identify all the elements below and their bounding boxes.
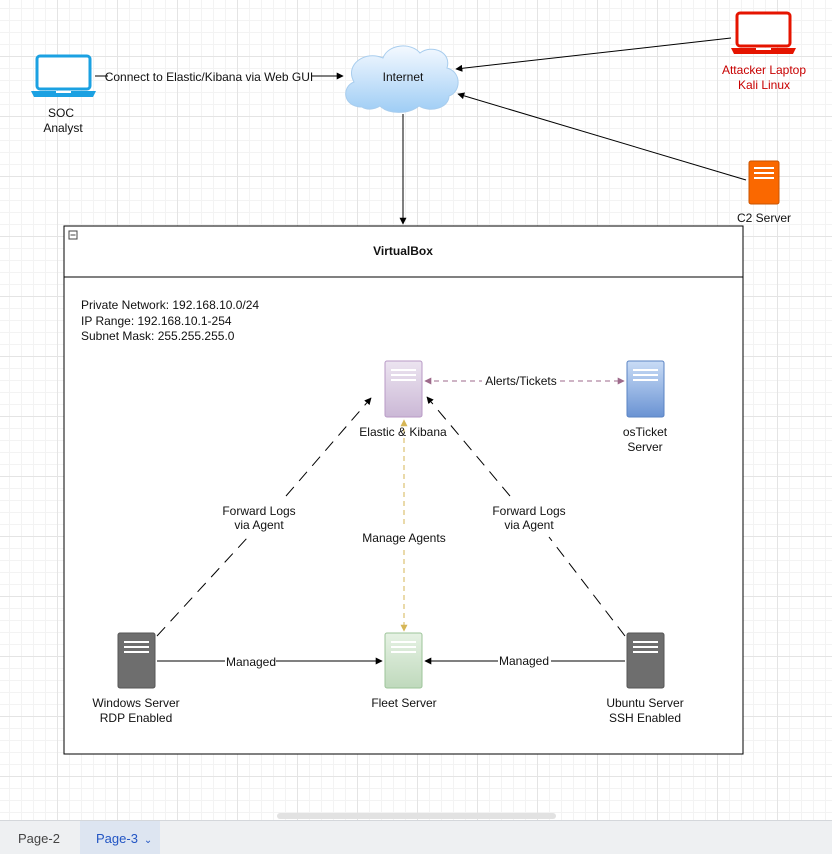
c2-server-node[interactable]: C2 Server xyxy=(737,160,791,225)
network-info-line: Subnet Mask: 255.255.255.0 xyxy=(81,329,235,343)
edge-label-forward-logs: Forward Logs xyxy=(492,504,565,518)
soc-label: SOC xyxy=(48,106,74,120)
server-icon xyxy=(384,360,423,418)
edge-attacker-to-internet[interactable] xyxy=(455,37,732,72)
server-icon xyxy=(748,160,780,205)
laptop-icon xyxy=(31,54,96,97)
tab-label: Page-2 xyxy=(18,831,60,846)
edge-label-via-agent: via Agent xyxy=(234,518,284,532)
edge-manage-agents[interactable]: Manage Agents xyxy=(362,419,446,632)
internet-label: Internet xyxy=(383,70,424,84)
tab-page-2[interactable]: Page-2 xyxy=(18,821,60,854)
edge-label-manage-agents: Manage Agents xyxy=(362,531,445,545)
fleet-server-node[interactable]: Fleet Server xyxy=(371,632,437,710)
edge-managed-ubuntu[interactable]: Managed xyxy=(424,654,625,668)
windows-server-node[interactable]: Windows Server RDP Enabled xyxy=(92,632,180,725)
tab-page-3[interactable]: Page-3 ⌄ xyxy=(80,821,161,854)
rdp-label: RDP Enabled xyxy=(100,711,173,725)
edge-label-forward-logs: Forward Logs xyxy=(222,504,295,518)
tab-label: Page-3 xyxy=(96,831,138,846)
server-label: Server xyxy=(627,440,662,454)
server-icon xyxy=(117,632,156,689)
elastic-kibana-node[interactable]: Elastic & Kibana xyxy=(359,360,447,439)
windows-label: Windows Server xyxy=(92,696,179,710)
edge-label-via-agent: via Agent xyxy=(504,518,554,532)
internet-cloud-node[interactable]: Internet xyxy=(345,45,459,113)
attacker-label: Attacker Laptop xyxy=(722,63,806,77)
analyst-label: Analyst xyxy=(43,121,83,135)
chevron-down-icon[interactable]: ⌄ xyxy=(143,835,153,846)
server-icon xyxy=(626,360,665,418)
edge-alerts-tickets[interactable]: Alerts/Tickets xyxy=(424,374,625,388)
edge-forward-logs-windows[interactable]: Forward Logs via Agent xyxy=(156,397,372,637)
ubuntu-server-node[interactable]: Ubuntu Server SSH Enabled xyxy=(606,632,684,725)
server-icon xyxy=(626,632,665,689)
laptop-icon xyxy=(731,11,796,54)
c2-label: C2 Server xyxy=(737,211,791,225)
edge-label-alerts: Alerts/Tickets xyxy=(485,374,557,388)
cloud-icon xyxy=(345,45,459,113)
network-info-line: Private Network: 192.168.10.0/24 xyxy=(81,298,259,312)
ubuntu-label: Ubuntu Server xyxy=(606,696,683,710)
edge-managed-windows[interactable]: Managed xyxy=(157,655,383,669)
collapse-icon[interactable] xyxy=(68,230,78,240)
edge-label-connect: Connect to Elastic/Kibana via Web GUI xyxy=(105,70,314,84)
ssh-label: SSH Enabled xyxy=(609,711,681,725)
edge-c2-to-internet[interactable] xyxy=(457,92,747,181)
attacker-laptop-node[interactable]: Attacker Laptop Kali Linux xyxy=(722,11,806,92)
soc-analyst-node[interactable]: SOC Analyst xyxy=(31,54,96,135)
scroll-handle[interactable] xyxy=(277,813,556,819)
network-info-line: IP Range: 192.168.10.1-254 xyxy=(81,314,232,328)
diagram-canvas[interactable]: VirtualBox Private Network: 192.168.10.0… xyxy=(0,0,832,820)
elastic-label: Elastic & Kibana xyxy=(359,425,447,439)
page-tab-bar: Page-2 Page-3 ⌄ xyxy=(0,813,832,854)
edge-soc-to-internet[interactable]: Connect to Elastic/Kibana via Web GUI xyxy=(95,70,344,84)
osticket-label: osTicket xyxy=(623,425,668,439)
edge-label-managed: Managed xyxy=(226,655,276,669)
container-title: VirtualBox xyxy=(373,244,433,258)
edge-label-managed: Managed xyxy=(499,654,549,668)
edge-forward-logs-ubuntu[interactable]: Forward Logs via Agent xyxy=(426,396,626,637)
kali-label: Kali Linux xyxy=(738,78,790,92)
osticket-server-node[interactable]: osTicket Server xyxy=(623,360,668,454)
fleet-label: Fleet Server xyxy=(371,696,436,710)
server-icon xyxy=(384,632,423,689)
